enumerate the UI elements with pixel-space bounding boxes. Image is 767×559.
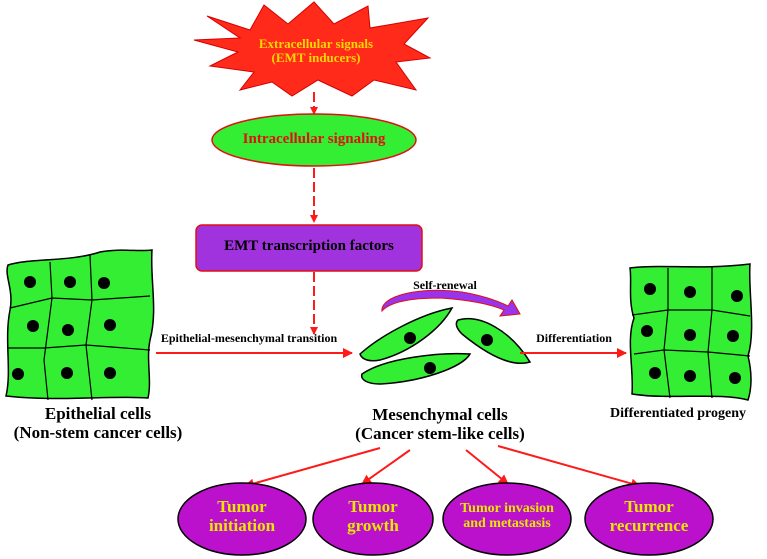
nucleus [62, 324, 74, 336]
nucleus [64, 276, 76, 288]
arrow-to-tumor-initiation [244, 447, 381, 489]
extracellular-label: Extracellular signals (EMT inducers) [236, 36, 396, 66]
epithelial-cells-label: Epithelial cells (Non-stem cancer cells) [0, 404, 196, 442]
nucleus [104, 367, 116, 379]
nucleus [24, 276, 36, 288]
self-renewal-arrow [381, 289, 521, 317]
epithelial-line1: Epithelial cells [44, 404, 152, 423]
outcome-label-invasion: Tumor invasion and metastasis [445, 501, 569, 532]
arrow-to-tumor-recurrence [497, 445, 641, 489]
arrow-to-tumor-invasion [465, 449, 509, 485]
outcome-label-initiation: Tumor initiation [182, 497, 302, 535]
nucleus [641, 325, 653, 337]
outcome-initiation-line1: Tumor [217, 497, 267, 516]
nucleus [727, 330, 739, 342]
differentiation-label: Differentiation [536, 331, 612, 345]
nucleus [481, 334, 493, 346]
nucleus [404, 332, 416, 344]
nucleus [104, 319, 116, 331]
intracellular-label: Intracellular signaling [242, 131, 386, 147]
outcome-recurrence-line1: Tumor [624, 497, 674, 516]
outcome-invasion-line2: and metastasis [463, 516, 551, 532]
epithelial-cell-sheet [5, 249, 155, 401]
mesenchymal-line1: Mesenchymal cells [372, 405, 508, 424]
emt-transition-label: Epithelial-mesenchymal transition [160, 331, 338, 345]
mesenchymal-cell [455, 318, 532, 364]
mesenchymal-cell [360, 352, 472, 385]
mesenchymal-cells-label: Mesenchymal cells (Cancer stem-like cell… [340, 405, 540, 443]
mesenchymal-line2: (Cancer stem-like cells) [355, 423, 525, 443]
outcome-ellipse-initiation [177, 482, 307, 556]
intracellular-ellipse [211, 113, 417, 167]
differentiated-progeny-label: Differentiated progeny [610, 406, 746, 421]
arrow-to-tumor-growth [361, 449, 411, 485]
nucleus [684, 329, 696, 341]
outcome-label-recurrence: Tumor recurrence [589, 497, 709, 535]
outcome-initiation-line2: initiation [208, 515, 276, 535]
nucleus [731, 290, 743, 302]
emt-tf-label: EMT transcription factors [224, 238, 394, 254]
nucleus [424, 362, 436, 374]
emt-tf-box [195, 224, 423, 272]
nucleus [644, 283, 656, 295]
nucleus [12, 368, 24, 380]
nucleus [684, 370, 696, 382]
outcome-recurrence-line2: recurrence [609, 515, 689, 535]
nucleus [684, 286, 696, 298]
extracellular-line2: (EMT inducers) [271, 50, 361, 66]
nucleus [61, 367, 73, 379]
outcome-growth-line2: growth [347, 515, 399, 535]
mesenchymal-cells [359, 306, 532, 385]
outcome-ellipse-growth [312, 482, 434, 556]
nucleus [98, 277, 110, 289]
extracellular-line1: Extracellular signals [258, 36, 374, 51]
outcome-invasion-line1: Tumor invasion [460, 501, 554, 516]
nucleus [27, 320, 39, 332]
extracellular-burst [193, 1, 432, 97]
nucleus [649, 367, 661, 379]
outcome-ellipse-recurrence [584, 482, 714, 556]
differentiated-cell-sheet [629, 263, 753, 401]
outcome-label-growth: Tumor growth [313, 497, 433, 535]
epithelial-line2: (Non-stem cancer cells) [13, 422, 183, 442]
nucleus [729, 372, 741, 384]
outcome-ellipse-invasion [442, 482, 572, 556]
outcome-growth-line1: Tumor [348, 497, 398, 516]
self-renewal-label: Self-renewal [413, 278, 477, 292]
